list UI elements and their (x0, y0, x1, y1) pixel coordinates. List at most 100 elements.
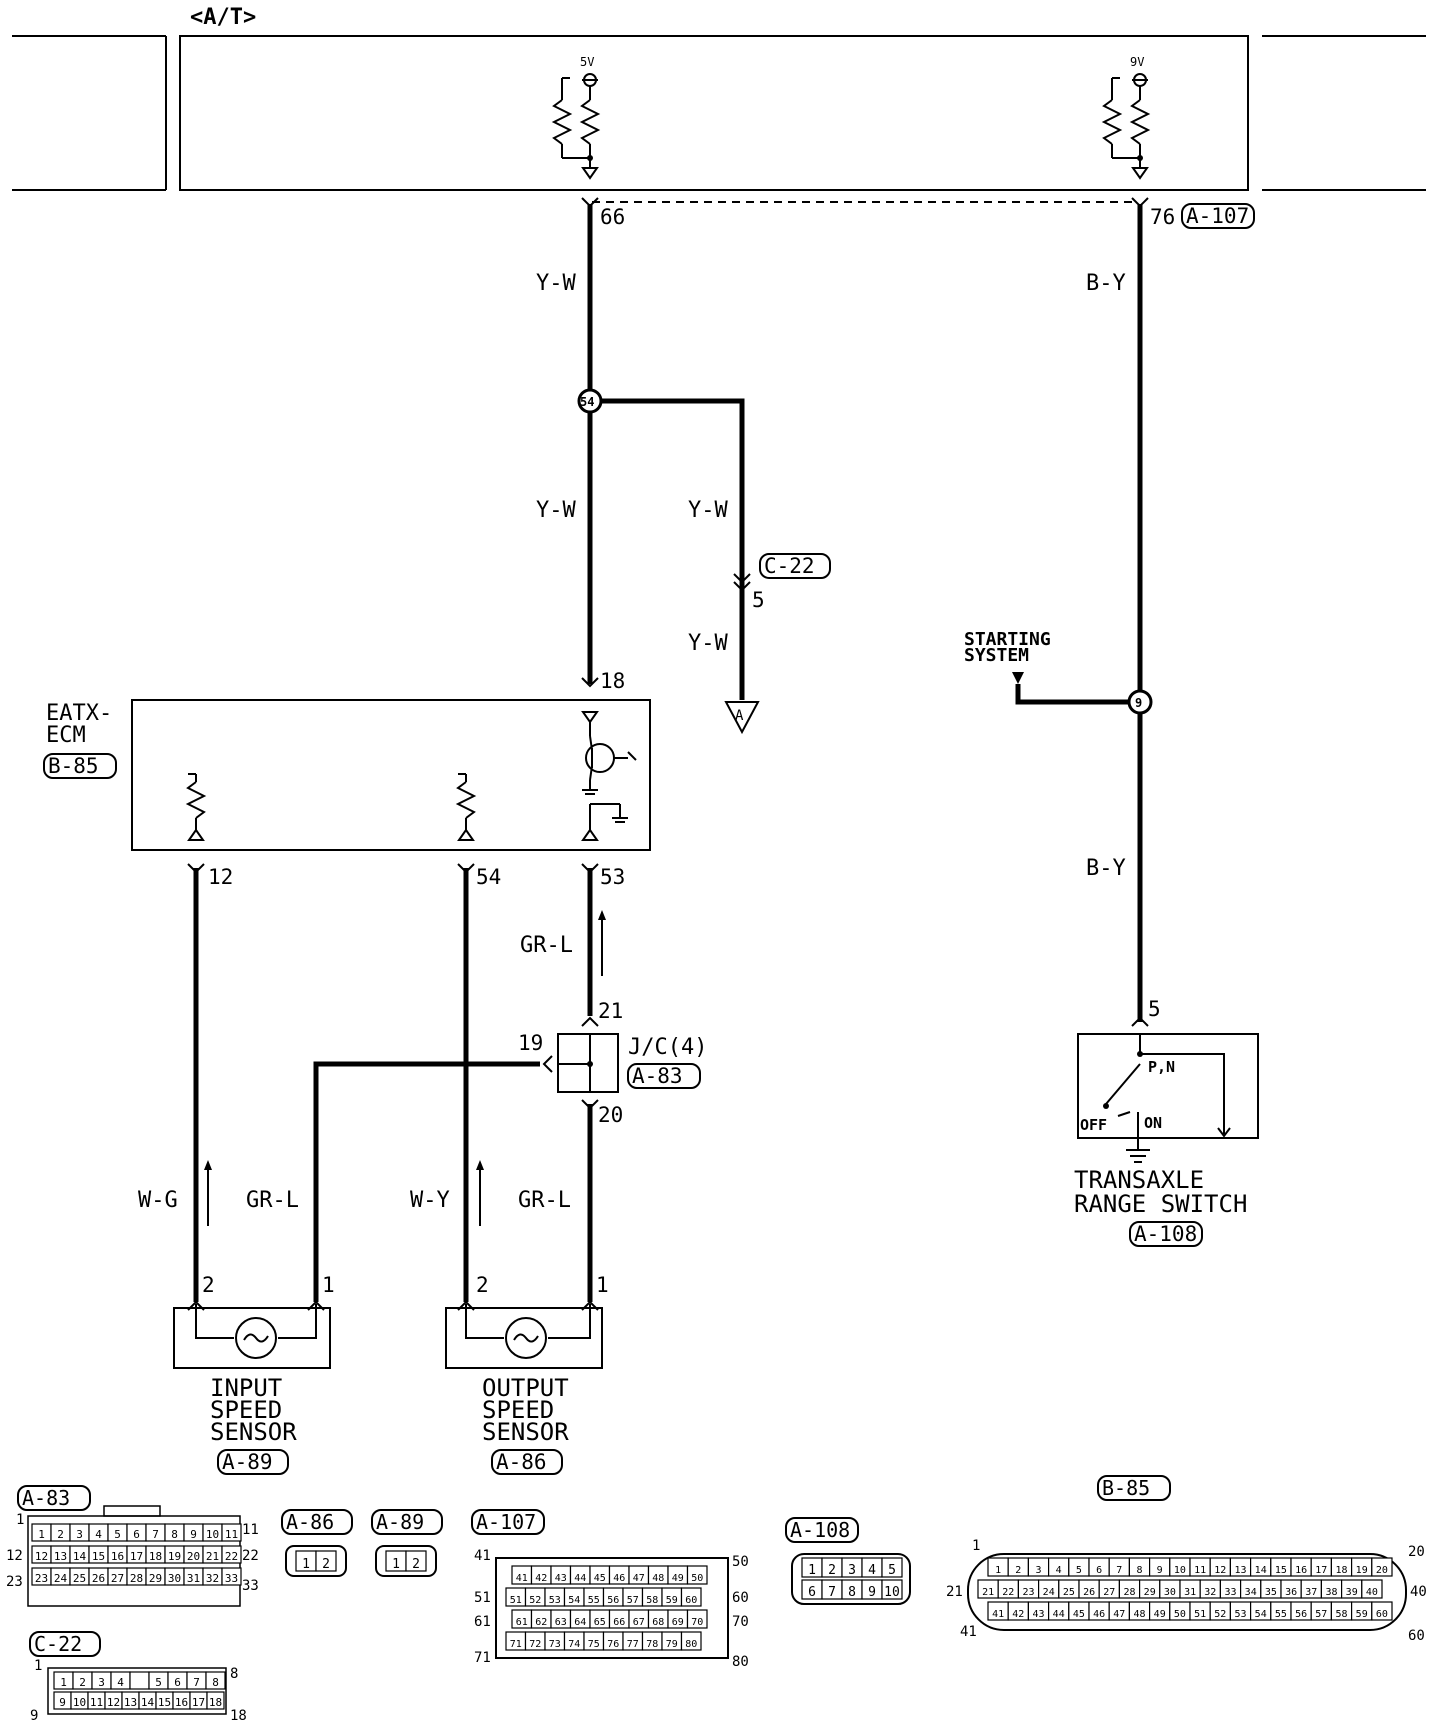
c22-r1-pin-3: 3 (98, 1676, 105, 1689)
pin-12-label: 12 (208, 865, 233, 889)
iss-pin-2-label: 2 (202, 1273, 215, 1297)
pin-18-label: 18 (600, 669, 625, 693)
b85-r3-pin-59: 59 (1356, 1609, 1368, 1620)
a83-r3-pin-33: 33 (225, 1572, 238, 1585)
a107-r4-pin-80: 80 (685, 1639, 697, 1650)
a107-r2-pin-54: 54 (568, 1595, 580, 1606)
wire-grl-jc-iss (313, 1061, 540, 1302)
a108-r2-pin-9: 9 (868, 1585, 876, 1600)
a108-r2-pin-7: 7 (828, 1585, 836, 1600)
pin-c22-5-label: 5 (752, 588, 765, 612)
b85-r2-pin-24: 24 (1043, 1587, 1055, 1598)
connector-view-b85-badge-label: B-85 (1102, 1476, 1150, 1500)
b85-r3-pin-47: 47 (1113, 1609, 1125, 1620)
connector-a107-top-label: A-107 (1186, 204, 1249, 228)
b85-end-21: 21 (946, 1584, 963, 1600)
wire-yw-branch-c22 (601, 398, 745, 700)
a107-r3-pin-64: 64 (574, 1617, 586, 1628)
connector-view-c22-badge: C-22 (29, 1631, 101, 1657)
b85-end-20: 20 (1408, 1544, 1425, 1560)
b85-end-1: 1 (972, 1538, 980, 1554)
b85-r3-pin-48: 48 (1133, 1609, 1145, 1620)
connector-view-a83-badge: A-83 (17, 1485, 91, 1511)
c22-r1-pin-1: 1 (60, 1676, 67, 1689)
a83-r2-pin-21: 21 (206, 1550, 219, 1563)
starting-system-label-2: SYSTEM (964, 645, 1029, 666)
a107-r3-cell (686, 1609, 708, 1629)
a83-end-23: 23 (6, 1574, 23, 1590)
c22-r1-pin-5: 5 (155, 1676, 162, 1689)
c22-r2-pin-17: 17 (192, 1696, 205, 1709)
a108-r1-pin-3: 3 (848, 1563, 856, 1578)
a83-r2-pin-14: 14 (73, 1550, 87, 1563)
b85-r1-pin-2: 2 (1015, 1565, 1021, 1576)
c22-r1-pin-6: 6 (174, 1676, 181, 1689)
a83-r1-pin-4: 4 (95, 1528, 102, 1541)
b85-r1-pin-10: 10 (1174, 1565, 1186, 1576)
joint-connector-jc4: 21 19 20 J/C(4) A-83 (518, 999, 707, 1127)
a89-pin-1: 1 (392, 1557, 400, 1572)
connector-view-b85-badge: B-85 (1097, 1475, 1171, 1501)
c22-r2-pin-16: 16 (175, 1696, 188, 1709)
connector-badge-a86-oss: A-86 (491, 1449, 563, 1475)
b85-r1-pin-14: 14 (1255, 1565, 1267, 1576)
c22-end-1: 1 (34, 1658, 42, 1674)
c22-end-18: 18 (230, 1708, 247, 1724)
a83-r2-pin-19: 19 (168, 1550, 181, 1563)
a108-r1-cell (881, 1557, 903, 1578)
a107-end-51: 51 (474, 1590, 491, 1606)
b85-r1-pin-5: 5 (1076, 1565, 1082, 1576)
a83-r1-pin-7: 7 (152, 1528, 159, 1541)
a83-r2-pin-18: 18 (149, 1550, 162, 1563)
c22-r2-pin-13: 13 (124, 1696, 137, 1709)
a83-r1-pin-11: 11 (225, 1528, 238, 1541)
splice-9: 9 (1127, 689, 1153, 715)
a83-end-1: 1 (16, 1512, 24, 1528)
a83-r3-pin-29: 29 (149, 1572, 162, 1585)
b85-r2-pin-23: 23 (1022, 1587, 1034, 1598)
connector-a86-oss-label: A-86 (496, 1450, 547, 1474)
b85-r1-pin-15: 15 (1275, 1565, 1287, 1576)
b85-r2-pin-22: 22 (1002, 1587, 1014, 1598)
oss-pin-1-label: 1 (596, 1273, 609, 1297)
splice-54-label: 54 (580, 395, 594, 409)
b85-r3-pin-41: 41 (992, 1609, 1004, 1620)
eatx-ecm-label-2: ECM (46, 723, 86, 748)
pin-20-label: 20 (598, 1103, 623, 1127)
transaxle-range-switch: 5 P,N OFF ON TRANSAXLE RANGE SWITCH A-10… (1074, 997, 1259, 1247)
a83-r2-cell (221, 1545, 242, 1564)
a83-r2-pin-13: 13 (54, 1550, 67, 1563)
a107-r2-pin-51: 51 (510, 1595, 522, 1606)
oss-label-3: SENSOR (482, 1418, 569, 1446)
pin-66-label: 66 (600, 205, 625, 229)
a83-end-12: 12 (6, 1548, 23, 1564)
b85-r1-pin-9: 9 (1157, 1565, 1163, 1576)
a83-end-33: 33 (242, 1578, 259, 1594)
b85-r2-pin-38: 38 (1325, 1587, 1337, 1598)
a107-r1-cell (686, 1565, 708, 1585)
splice-9-label: 9 (1135, 696, 1142, 710)
connector-a108-label: A-108 (1134, 1222, 1197, 1246)
a107-r2-pin-58: 58 (646, 1595, 658, 1606)
jc4-label: J/C(4) (628, 1035, 707, 1060)
connector-c22-label: C-22 (764, 554, 815, 578)
a83-r1-pin-1: 1 (38, 1528, 45, 1541)
a108-r2-pin-6: 6 (808, 1585, 816, 1600)
a83-r1-pin-2: 2 (57, 1528, 64, 1541)
connector-b85-ecm-label: B-85 (48, 754, 99, 778)
a107-r2-pin-59: 59 (666, 1595, 678, 1606)
a107-r4-pin-75: 75 (588, 1639, 600, 1650)
b85-r1-pin-19: 19 (1356, 1565, 1368, 1576)
a108-r1-pin-2: 2 (828, 1563, 836, 1578)
wire-label-yw-c22-below: Y-W (688, 631, 728, 656)
b85-r3-pin-50: 50 (1174, 1609, 1186, 1620)
a83-r2-pin-12: 12 (35, 1550, 48, 1563)
a107-r2-cell (680, 1587, 702, 1607)
b85-r1-pin-6: 6 (1096, 1565, 1102, 1576)
a107-r3-pin-70: 70 (691, 1617, 703, 1628)
b85-r2-pin-37: 37 (1305, 1587, 1317, 1598)
